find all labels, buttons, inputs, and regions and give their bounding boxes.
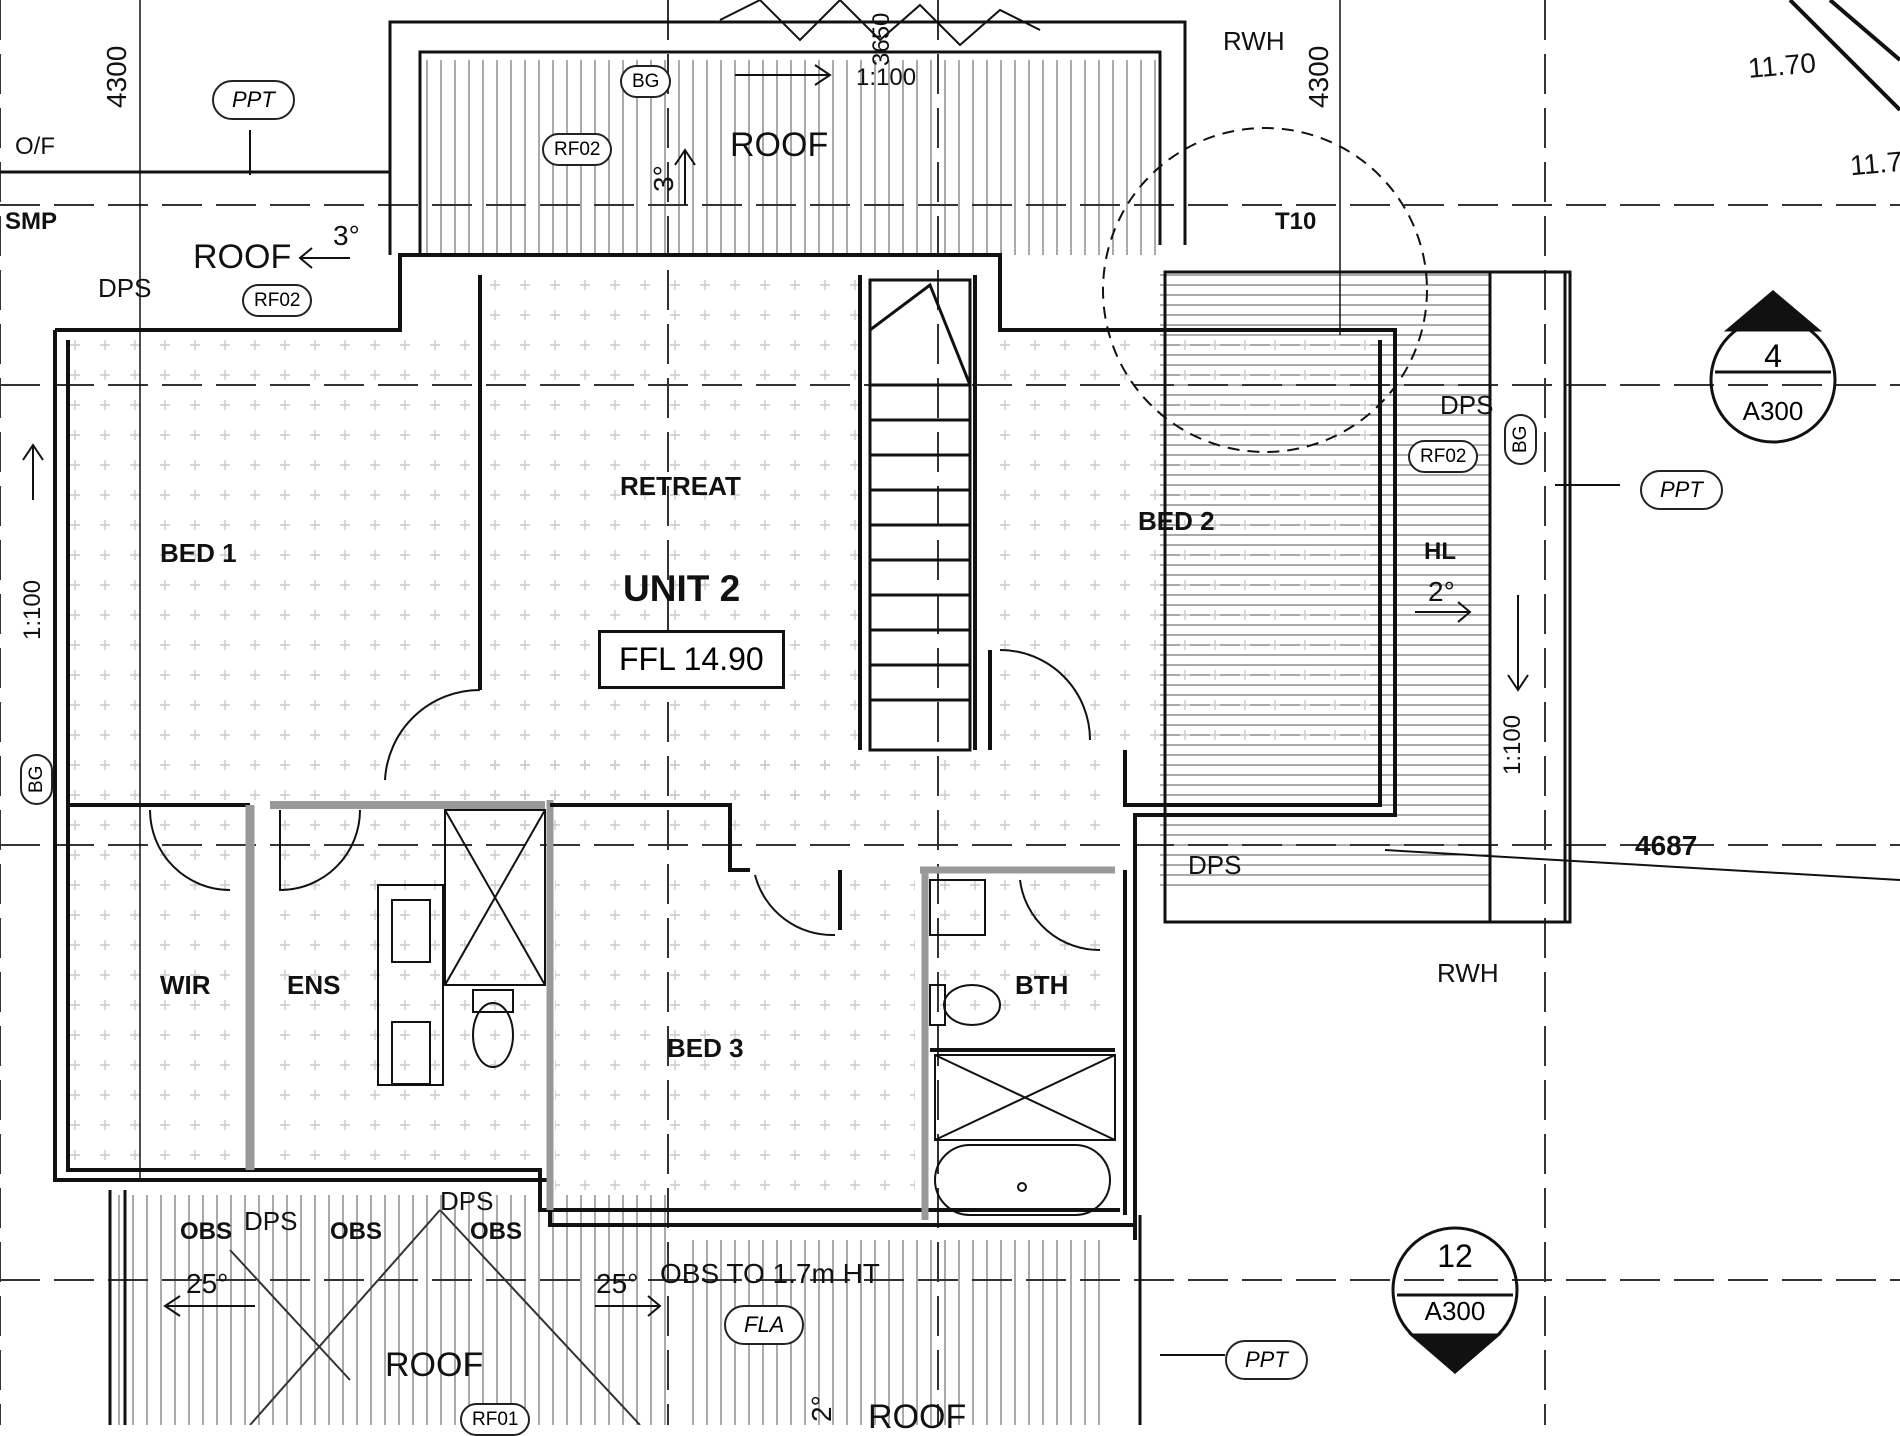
bg-tag-left: BG (20, 753, 53, 805)
obs-label-2: OBS (330, 1218, 383, 1245)
stairs (868, 278, 972, 752)
obs-label-1: OBS (180, 1218, 233, 1245)
dps-label-left: DPS (98, 273, 152, 303)
dps-label-bottom-1: DPS (244, 1206, 298, 1236)
ppt-tag-3: PPT (1225, 1340, 1308, 1380)
rwh-label-top: RWH (1223, 26, 1285, 56)
smp-label: SMP (5, 208, 58, 235)
room-label-bth: BTH (1015, 970, 1069, 1000)
walls (53, 253, 1397, 1240)
section-marker-4 (1709, 290, 1837, 444)
ppt-tag-2: PPT (1640, 470, 1723, 510)
dimension-4687: 4687 (1635, 830, 1698, 861)
scale-left: 1:100 (19, 579, 46, 640)
dimension-4300-left: 4300 (101, 45, 132, 108)
section-marker-12 (1391, 1226, 1519, 1374)
door-swings (149, 649, 1101, 952)
room-label-bed3: BED 3 (667, 1033, 744, 1063)
slope-2-bottom: 2° (806, 1395, 837, 1422)
roof-outlines (0, 20, 1572, 1425)
scale-top: 1:100 (856, 64, 917, 91)
room-label-retreat: RETREAT (620, 471, 741, 501)
roof-label-bottom: ROOF (385, 1346, 484, 1384)
rwh-label-bottom: RWH (1437, 958, 1499, 988)
hip-roof-ridges (229, 1209, 641, 1425)
fixtures (377, 809, 1116, 1216)
ppt-tag-1: PPT (212, 80, 295, 120)
dimension-4300-right: 4300 (1303, 45, 1334, 108)
slope-arrows (22, 64, 1529, 1317)
rf01-tag: RF01 (460, 1403, 531, 1436)
slope-3-left: 3° (333, 220, 360, 251)
slope-25-right: 25° (596, 1268, 639, 1299)
section-12-number: 12 (1437, 1238, 1473, 1274)
dimension-3650: 3650 (868, 12, 895, 66)
unit-title: UNIT 2 (623, 568, 741, 609)
room-label-wir: WIR (160, 970, 211, 1000)
overflow-label: O/F (15, 133, 55, 160)
roof-label-left: ROOF (193, 238, 292, 276)
misc-lines (139, 0, 1900, 1356)
tree-t10-label: T10 (1275, 208, 1317, 235)
slope-25-left: 25° (186, 1268, 229, 1299)
obs-height-note: OBS TO 1.7m HT (660, 1258, 880, 1289)
section-4-sheet: A300 (1742, 396, 1804, 426)
ffl-level: FFL 14.90 (619, 641, 764, 677)
rl-11-70-b: 11.7 (1848, 145, 1900, 182)
scale-right: 1:100 (1499, 714, 1526, 775)
slope-2: 2° (1428, 576, 1455, 607)
rl-11-70-a: 11.70 (1746, 47, 1818, 84)
roof-label-top: ROOF (730, 126, 829, 164)
rf02-tag-right: RF02 (1408, 440, 1479, 473)
hl-label: HL (1424, 538, 1456, 565)
slope-3-top: 3° (648, 165, 679, 192)
ffl-level-box: FFL 14.90 (598, 630, 785, 689)
dps-label-mid: DPS (1188, 850, 1242, 880)
room-label-ens: ENS (287, 970, 341, 1000)
rf02-tag-top: RF02 (542, 133, 613, 166)
roof-label-bottom-right: ROOF (868, 1398, 967, 1436)
obs-label-3: OBS (470, 1218, 523, 1245)
section-4-number: 4 (1764, 338, 1782, 374)
fla-tag: FLA (724, 1305, 805, 1345)
bg-tag-top: BG (620, 65, 672, 98)
dps-label-bottom-2: DPS (440, 1186, 494, 1216)
floor-grid (68, 275, 1380, 1210)
room-label-bed2: BED 2 (1138, 506, 1215, 536)
rf02-tag-left: RF02 (242, 284, 313, 317)
room-label-bed1: BED 1 (160, 538, 237, 568)
dps-label-right: DPS (1440, 390, 1494, 420)
section-12-sheet: A300 (1424, 1296, 1486, 1326)
bg-tag-right: BG (1504, 413, 1537, 465)
